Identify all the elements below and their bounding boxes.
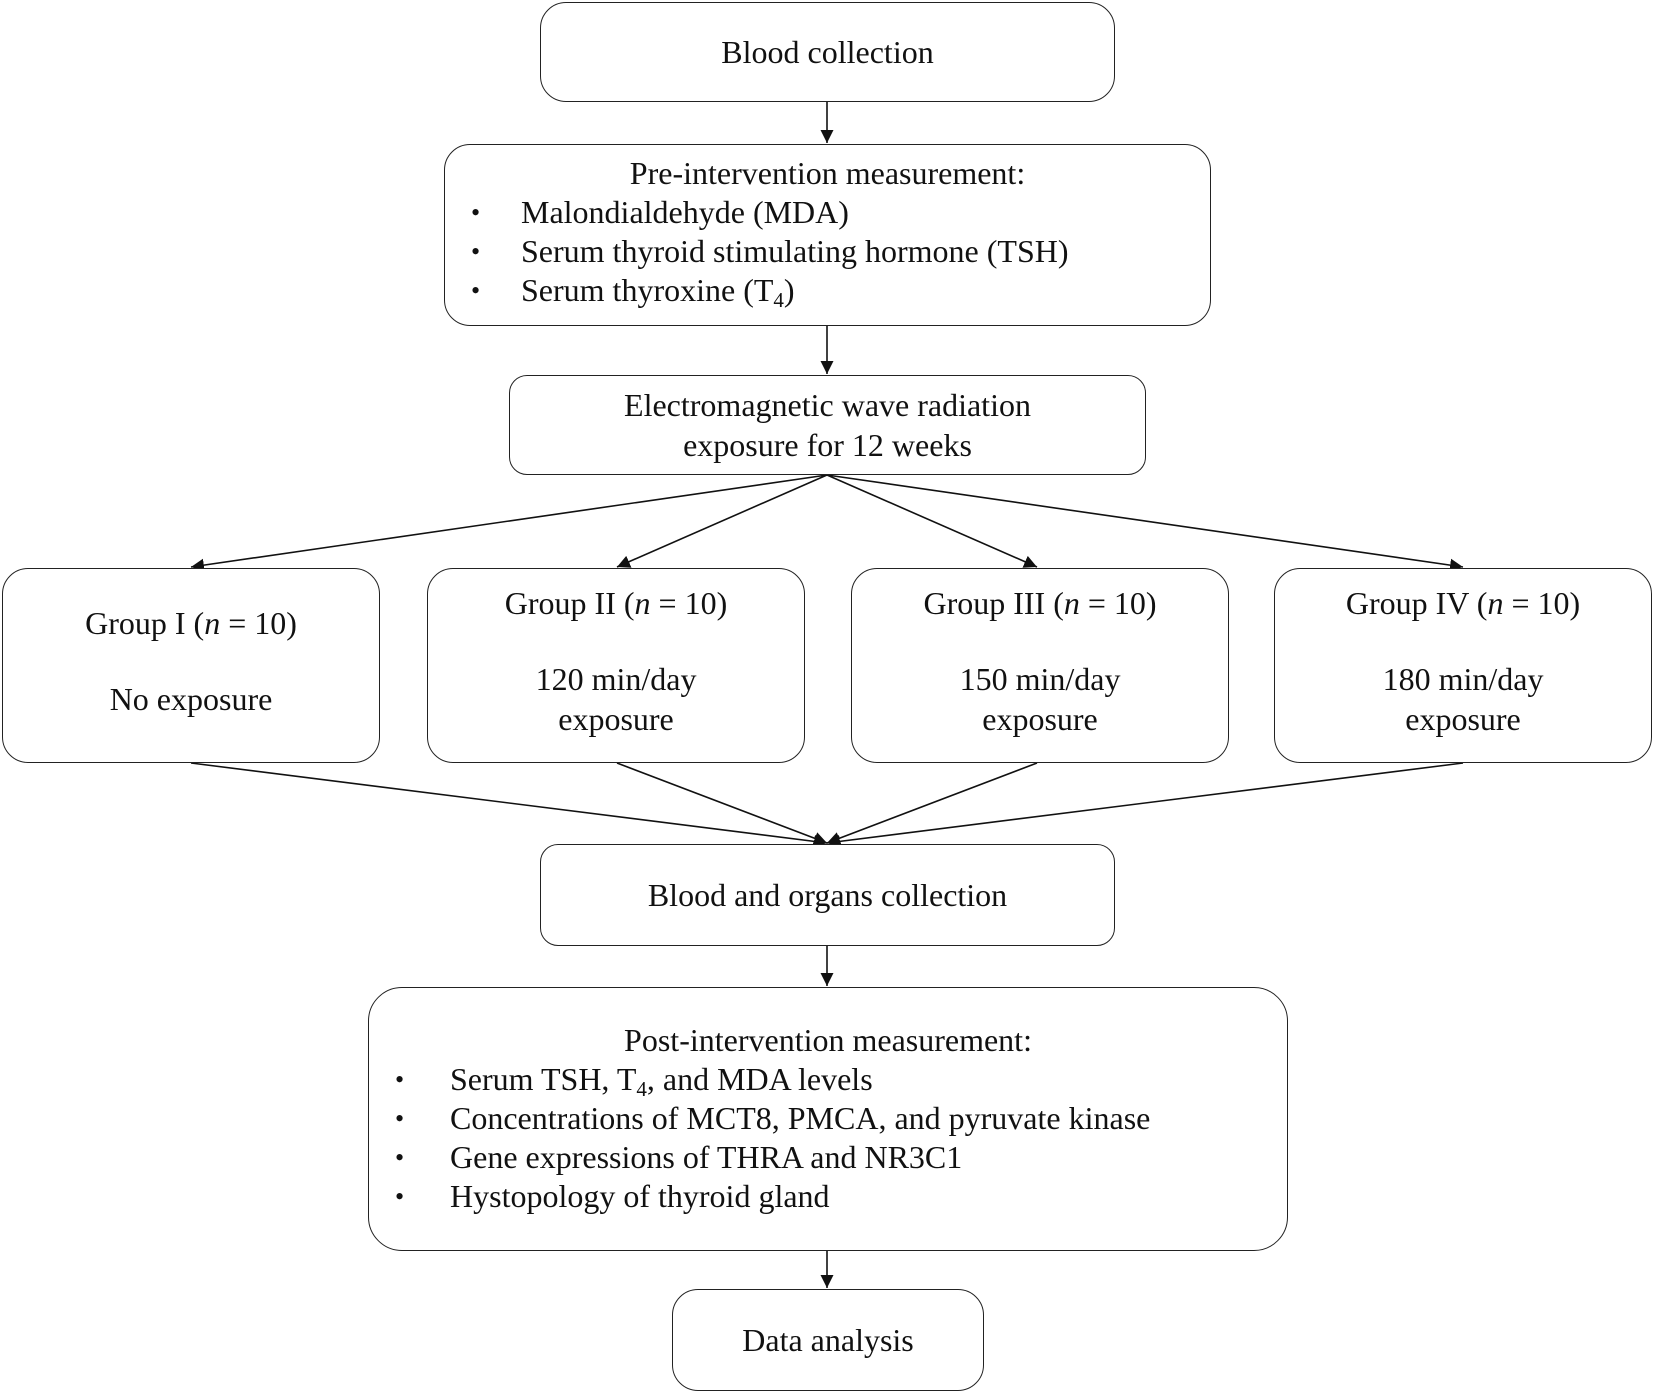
group-4-desc-2: exposure [1405,701,1521,737]
post-intervention-box: Post-intervention measurement: • Serum T… [368,987,1288,1251]
group-3-desc-1: 150 min/day [959,661,1121,697]
post-intervention-heading: Post-intervention measurement: [624,1022,1032,1058]
group-1-title: Group I (n = 10) [85,605,297,641]
post-intervention-list: • Serum TSH, T4, and MDA levels • Concen… [369,1060,1287,1216]
bullet-dot: • [395,1104,405,1133]
arrow-group-3-to-organs [826,762,1038,845]
blood-collection-label: Blood collection [721,34,934,70]
blood-organs-collection-label: Blood and organs collection [647,877,1008,913]
group-2-box: Group II (n = 10) 120 min/day exposure [427,568,805,763]
arrow-exposure-to-group-4 [826,474,1464,572]
pre-item-mda: • Malondialdehyde (MDA) [471,194,849,230]
pre-item-tsh: • Serum thyroid stimulating hormone (TSH… [471,233,1069,269]
pre-intervention-box: Pre-intervention measurement: • Malondia… [444,144,1211,326]
group-4-box: Group IV (n = 10) 180 min/day exposure [1274,568,1652,763]
group-3-desc-2: exposure [982,701,1098,737]
blood-organs-collection-box: Blood and organs collection [540,844,1115,946]
bullet-dot: • [471,276,481,305]
group-3-box: Group III (n = 10) 150 min/day exposure [851,568,1229,763]
bullet-dot: • [395,1143,405,1172]
group-4-title: Group IV (n = 10) [1345,585,1581,621]
bullet-dot: • [395,1065,405,1094]
arrow-group-2-to-organs [616,762,828,845]
exposure-line-2: exposure for 12 weeks [683,427,972,463]
data-analysis-box: Data analysis [672,1289,984,1391]
group-2-desc-1: 120 min/day [535,661,697,697]
exposure-box: Electromagnetic wave radiation exposure … [509,375,1146,475]
group-3-title: Group III (n = 10) [923,585,1157,621]
bullet-dot: • [471,237,481,266]
group-1-box: Group I (n = 10) No exposure [2,568,380,763]
group-2-desc-2: exposure [558,701,674,737]
post-item-serum: • Serum TSH, T4, and MDA levels [395,1061,873,1101]
group-4-desc-1: 180 min/day [1382,661,1544,697]
pre-item-t4: • Serum thyroxine (T4) [471,272,795,312]
post-item-histopology: • Hystopology of thyroid gland [395,1178,830,1214]
group-2-title: Group II (n = 10) [504,585,728,621]
blood-collection-box: Blood collection [540,2,1115,102]
data-analysis-label: Data analysis [742,1322,914,1358]
pre-intervention-heading: Pre-intervention measurement: [629,155,1026,191]
arrow-exposure-to-group-2 [616,474,828,568]
arrow-exposure-to-group-1 [190,474,828,572]
arrow-exposure-to-group-3 [826,474,1038,568]
bullet-dot: • [471,198,481,227]
post-item-gene-expressions: • Gene expressions of THRA and NR3C1 [395,1139,963,1175]
group-1-desc: No exposure [109,681,273,717]
bullet-dot: • [395,1182,405,1211]
arrow-group-4-to-organs [826,762,1464,848]
pre-intervention-list: • Malondialdehyde (MDA) • Serum thyroid … [445,193,1210,312]
post-item-concentrations: • Concentrations of MCT8, PMCA, and pyru… [395,1100,1151,1136]
exposure-line-1: Electromagnetic wave radiation [624,387,1031,423]
arrow-group-1-to-organs [190,762,828,848]
